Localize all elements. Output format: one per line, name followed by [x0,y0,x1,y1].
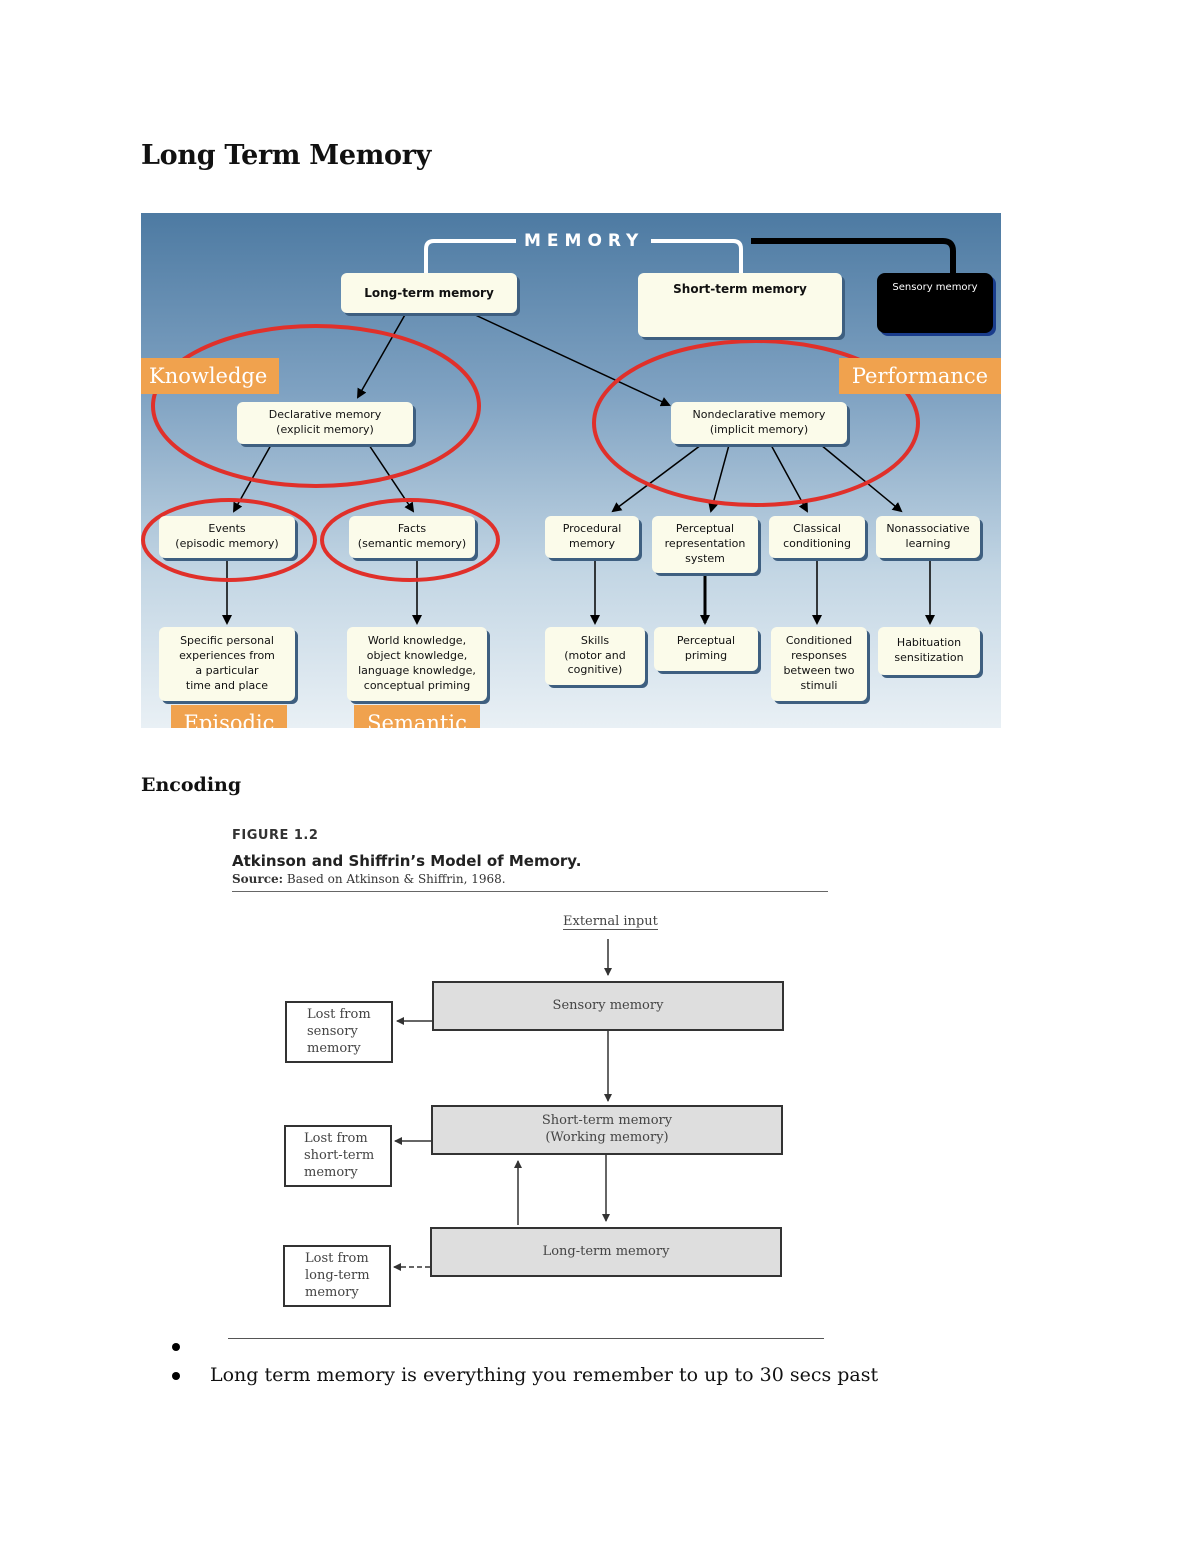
nonassociative-learning-box: Nonassociative learning [876,516,980,558]
atkinson-diagram-connectors [393,939,612,1271]
highlight-declarative [151,324,481,488]
perceptual-priming-box: Perceptual priming [654,627,758,671]
world-knowledge-box: World knowledge, object knowledge, langu… [347,627,487,701]
figure-rule [232,891,828,892]
figure-number: FIGURE 1.2 [232,828,319,843]
figure-source: Source: Based on Atkinson & Shiffrin, 19… [232,872,506,886]
divider-line [228,1338,824,1339]
classical-conditioning-box: Classical conditioning [769,516,865,558]
episodic-tag: Episodic [171,705,287,728]
declarative-memory-box: Declarative memory (explicit memory) [237,402,413,444]
specific-experiences-box: Specific personal experiences from a par… [159,627,295,701]
memory-taxonomy-figure: MEMORY Long-term memory Short-term memor… [141,213,1001,728]
long-term-memory-box: Long-term memory [341,273,517,313]
bullet-dot [172,1343,180,1351]
source-label: Source: [232,872,284,886]
lost-from-long-term-box: Lost from long-term memory [283,1245,391,1307]
highlight-nondeclarative [592,339,920,507]
sensory-memory-box: Sensory memory [877,273,993,333]
habituation-box: Habituation sensitization [878,627,980,675]
atkinson-shiffrin-figure: FIGURE 1.2 Atkinson and Shiffrin’s Model… [228,825,830,1315]
performance-tag: Performance [839,358,1001,394]
short-term-memory-store: Short-term memory (Working memory) [431,1105,783,1155]
encoding-heading: Encoding [141,774,242,796]
nondeclarative-memory-box: Nondeclarative memory (implicit memory) [671,402,847,444]
short-term-memory-box: Short-term memory [638,273,842,337]
events-box: Events (episodic memory) [159,516,295,558]
highlight-events [141,498,317,582]
bullet-text: Long term memory is everything you remem… [210,1364,879,1386]
sensory-memory-store: Sensory memory [432,981,784,1031]
external-input-label: External input [563,914,658,930]
page-title: Long Term Memory [141,140,432,171]
source-text: Based on Atkinson & Shiffrin, 1968. [286,872,506,886]
lost-from-sensory-box: Lost from sensory memory [285,1001,393,1063]
memory-diagram-connectors [141,238,956,625]
knowledge-tag: Knowledge [141,358,279,394]
facts-box: Facts (semantic memory) [349,516,475,558]
semantic-tag: Semantic [354,705,480,728]
long-term-memory-store: Long-term memory [430,1227,782,1277]
bullet-dot [172,1372,180,1380]
highlight-facts [320,498,500,582]
lost-from-short-term-box: Lost from short-term memory [284,1125,392,1187]
figure-title: Atkinson and Shiffrin’s Model of Memory. [232,852,582,870]
memory-header: MEMORY [524,231,645,251]
perceptual-representation-box: Perceptual representation system [652,516,758,573]
procedural-memory-box: Procedural memory [545,516,639,558]
skills-box: Skills (motor and cognitive) [545,627,645,685]
conditioned-responses-box: Conditioned responses between two stimul… [771,627,867,701]
